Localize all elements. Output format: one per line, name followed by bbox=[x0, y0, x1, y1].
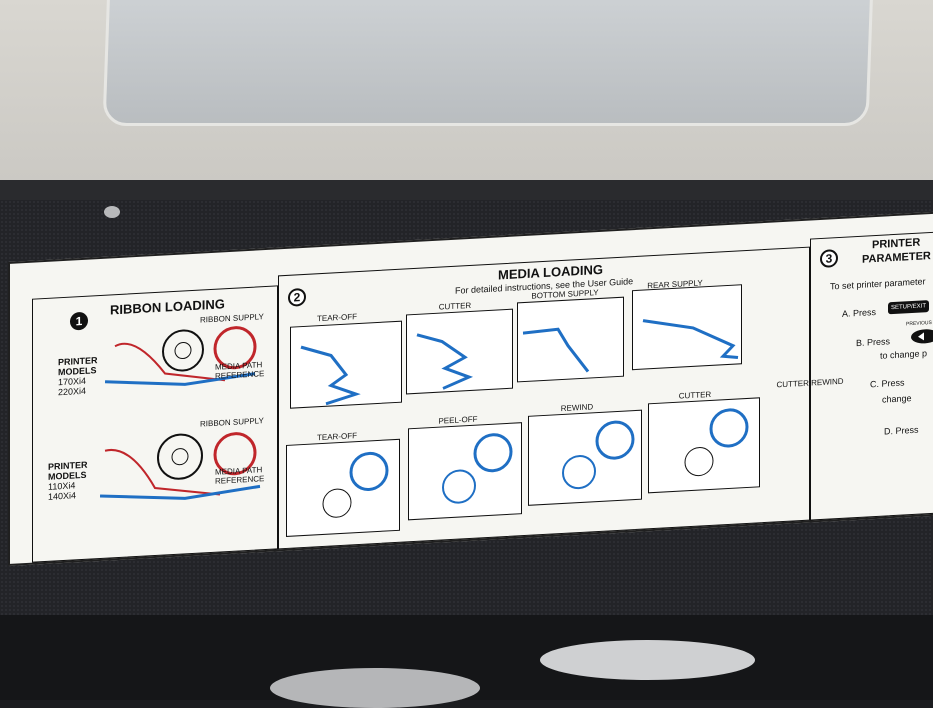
params-step-c: C. Press bbox=[870, 377, 905, 390]
previous-arrow-icon bbox=[911, 329, 933, 344]
lid-window bbox=[102, 0, 874, 126]
media-path-ref-a: MEDIA PATH REFERENCE bbox=[215, 360, 265, 381]
ribbon-diagram-b bbox=[100, 432, 261, 500]
cutter-path bbox=[416, 333, 474, 390]
params-step-b: B. Press bbox=[856, 336, 891, 349]
diagram-rewind bbox=[528, 409, 642, 506]
diagram-cutter-bottom bbox=[648, 397, 760, 494]
rewind-path bbox=[562, 420, 635, 490]
spindle-disc-2 bbox=[270, 668, 480, 708]
bottom-supply-path bbox=[522, 327, 590, 373]
spindle-disc bbox=[540, 640, 755, 680]
printer-models-b: PRINTER MODELS 110Xi4 140Xi4 bbox=[48, 459, 98, 502]
diagram-bottom-supply bbox=[517, 296, 624, 383]
params-step-a: A. Press bbox=[842, 306, 877, 319]
params-step-c-cont: change bbox=[882, 393, 912, 405]
cutter-rewind-path bbox=[684, 408, 749, 477]
diagram-tear-off-bottom bbox=[286, 438, 400, 537]
peel-off-rewind bbox=[442, 433, 513, 504]
diagram-tear-off-top bbox=[290, 320, 402, 409]
media-path-ref-b: MEDIA PATH REFERENCE bbox=[215, 465, 265, 486]
diagram-rear-supply bbox=[632, 284, 742, 371]
diagram-peel-off bbox=[408, 422, 522, 521]
models-label-a: PRINTER MODELS bbox=[58, 355, 98, 378]
tear-off-rewind bbox=[322, 451, 389, 518]
screw bbox=[104, 206, 120, 218]
setup-exit-key: SETUP/EXIT bbox=[888, 300, 930, 315]
ribbon-diagram-a bbox=[105, 326, 257, 386]
printer-lid bbox=[0, 0, 933, 205]
models-label-b: PRINTER MODELS bbox=[48, 459, 88, 482]
diagram-cutter-top bbox=[406, 308, 513, 395]
printer-models-a: PRINTER MODELS 170Xi4 220Xi4 bbox=[58, 355, 108, 397]
params-section bbox=[810, 230, 933, 521]
params-step-d: D. Press bbox=[884, 424, 919, 437]
tear-off-path bbox=[300, 345, 361, 406]
rear-supply-path bbox=[642, 319, 739, 359]
loading-label: 1 RIBBON LOADING RIBBON SUPPLY PRINTER M… bbox=[8, 210, 933, 566]
